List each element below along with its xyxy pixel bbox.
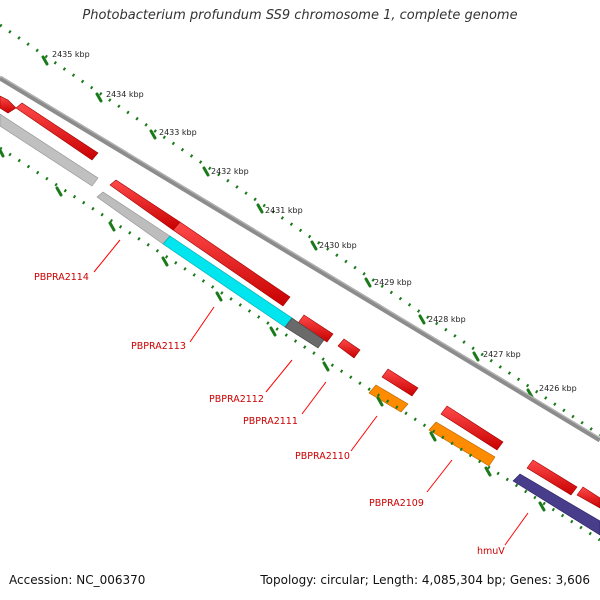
gene-label-pbpra2112[interactable]: PBPRA2112: [209, 394, 264, 405]
inner-ticks: [0, 148, 546, 512]
scale-ring: 2435 kbp 2434 kbp 2433 kbp 2432 kbp 2431…: [0, 23, 600, 437]
cds-feature: [576, 486, 600, 509]
leader-line-hmuv: [504, 512, 529, 546]
gene-leader-lines: [93, 239, 529, 546]
genome-summary-text: Topology: circular; Length: 4,085,304 bp…: [260, 573, 590, 587]
cds-feature: [440, 405, 504, 451]
scale-tick: [418, 314, 426, 325]
inner-tick: [429, 431, 437, 442]
scale-tick: [472, 351, 480, 362]
inner-tick: [269, 326, 277, 337]
leader-line-pbpra2114: [93, 239, 121, 273]
gene-label-pbpra2113[interactable]: PBPRA2113: [131, 341, 186, 352]
forward-strand-features: [0, 95, 600, 509]
gene-label-pbpra2110[interactable]: PBPRA2110: [295, 451, 350, 462]
scale-tick: [95, 92, 103, 103]
backbone-line: [0, 75, 600, 443]
cds-feature: [337, 338, 361, 359]
leader-line-pbpra2112: [265, 359, 293, 393]
cds-feature: [0, 95, 17, 114]
gene-feature-pbpra2114: [0, 113, 99, 187]
scale-ticks: [41, 55, 534, 399]
inner-tick: [215, 291, 223, 302]
inner-tick: [0, 148, 5, 158]
scale-tick: [202, 166, 210, 177]
inner-tick: [108, 221, 116, 232]
cds-feature: [526, 459, 578, 496]
inner-tick: [484, 466, 492, 477]
gene-features: [0, 113, 600, 536]
gene-feature-pbpra2113: [162, 235, 293, 328]
gene-label-pbpra2109[interactable]: PBPRA2109: [369, 498, 424, 509]
cds-feature: [15, 102, 99, 161]
scale-tick: [310, 240, 318, 251]
leader-line-pbpra2111: [301, 381, 327, 415]
scale-tick: [149, 129, 157, 140]
inner-tick: [376, 396, 384, 407]
inner-tick: [538, 501, 546, 512]
leader-line-pbpra2109: [426, 459, 453, 493]
scale-label: 2426 kbp: [539, 384, 577, 393]
gene-label-pbpra2114[interactable]: PBPRA2114: [34, 272, 89, 283]
scale-label: 2432 kbp: [211, 167, 249, 176]
map-title: Photobacterium profundum SS9 chromosome …: [82, 8, 518, 23]
cds-feature: [381, 368, 419, 397]
scale-label: 2433 kbp: [159, 128, 197, 137]
scale-label: 2431 kbp: [265, 206, 303, 215]
backbone: [0, 75, 600, 443]
gene-label-pbpra2111[interactable]: PBPRA2111: [243, 416, 298, 427]
scale-label: 2430 kbp: [319, 241, 357, 250]
leader-line-pbpra2110: [350, 415, 378, 452]
scale-label: 2427 kbp: [483, 350, 521, 359]
leader-line-pbpra2113: [189, 306, 215, 343]
gene-feature-pbpra2112: [284, 317, 325, 349]
scale-label: 2435 kbp: [52, 50, 90, 59]
scale-label: 2429 kbp: [374, 278, 412, 287]
accession-text: Accession: NC_006370: [9, 573, 146, 587]
gene-label-hmuv[interactable]: hmuV: [477, 546, 505, 557]
inner-tick: [322, 361, 330, 372]
inner-scale-ring: [0, 146, 600, 542]
gene-feature-hmuv: [512, 473, 600, 536]
scale-dotted-line: [0, 23, 600, 437]
inner-tick: [161, 256, 169, 267]
cds-feature: [172, 221, 291, 307]
scale-tick: [256, 203, 264, 214]
gene-feature-pbpra2110: [368, 384, 409, 413]
backbone-highlight: [0, 75, 600, 439]
gene-feature-pbpra2109: [428, 421, 496, 467]
scale-labels: 2435 kbp 2434 kbp 2433 kbp 2432 kbp 2431…: [52, 50, 577, 393]
scale-tick: [41, 55, 49, 66]
scale-tick: [364, 277, 372, 288]
gene-labels: PBPRA2114 PBPRA2113 PBPRA2112 PBPRA2111 …: [34, 272, 505, 557]
scale-label: 2434 kbp: [106, 90, 144, 99]
inner-tick: [55, 186, 63, 197]
scale-label: 2428 kbp: [428, 315, 466, 324]
